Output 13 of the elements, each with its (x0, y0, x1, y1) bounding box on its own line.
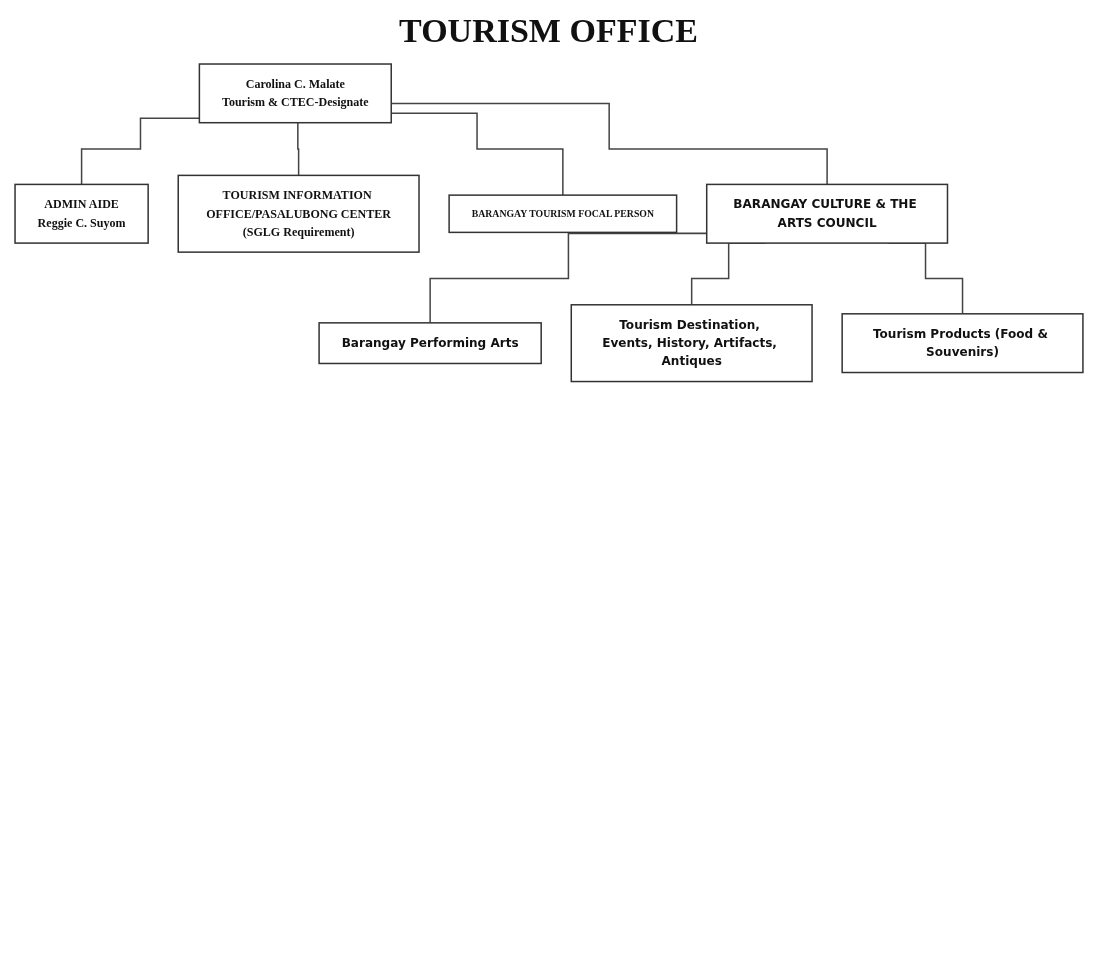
connector (390, 102, 828, 186)
node-box: Tourism Destination, Events, History, Artifacts, Antiques (570, 304, 813, 383)
node-box: BARANGAY CULTURE & THE ARTS COUNCIL (705, 183, 948, 244)
node-box: Carolina C. Malate Tourism & CTEC-Designate (198, 63, 392, 124)
connector (428, 232, 707, 324)
chart-title: TOURISM OFFICE (398, 12, 699, 50)
connector (295, 121, 299, 177)
node-box: Barangay Performing Arts (317, 322, 542, 365)
node-box: ADMIN AIDE Reggie C. Suyom (13, 183, 149, 244)
node-box: BARANGAY TOURISM FOCAL PERSON (447, 194, 677, 234)
node-box: TOURISM INFORMATION OFFICE/PASALUBONG CENTER (SGLG Requirement) (177, 174, 420, 253)
node-box: Tourism Products (Food & Souvenirs) (840, 313, 1084, 374)
connector (390, 112, 564, 196)
